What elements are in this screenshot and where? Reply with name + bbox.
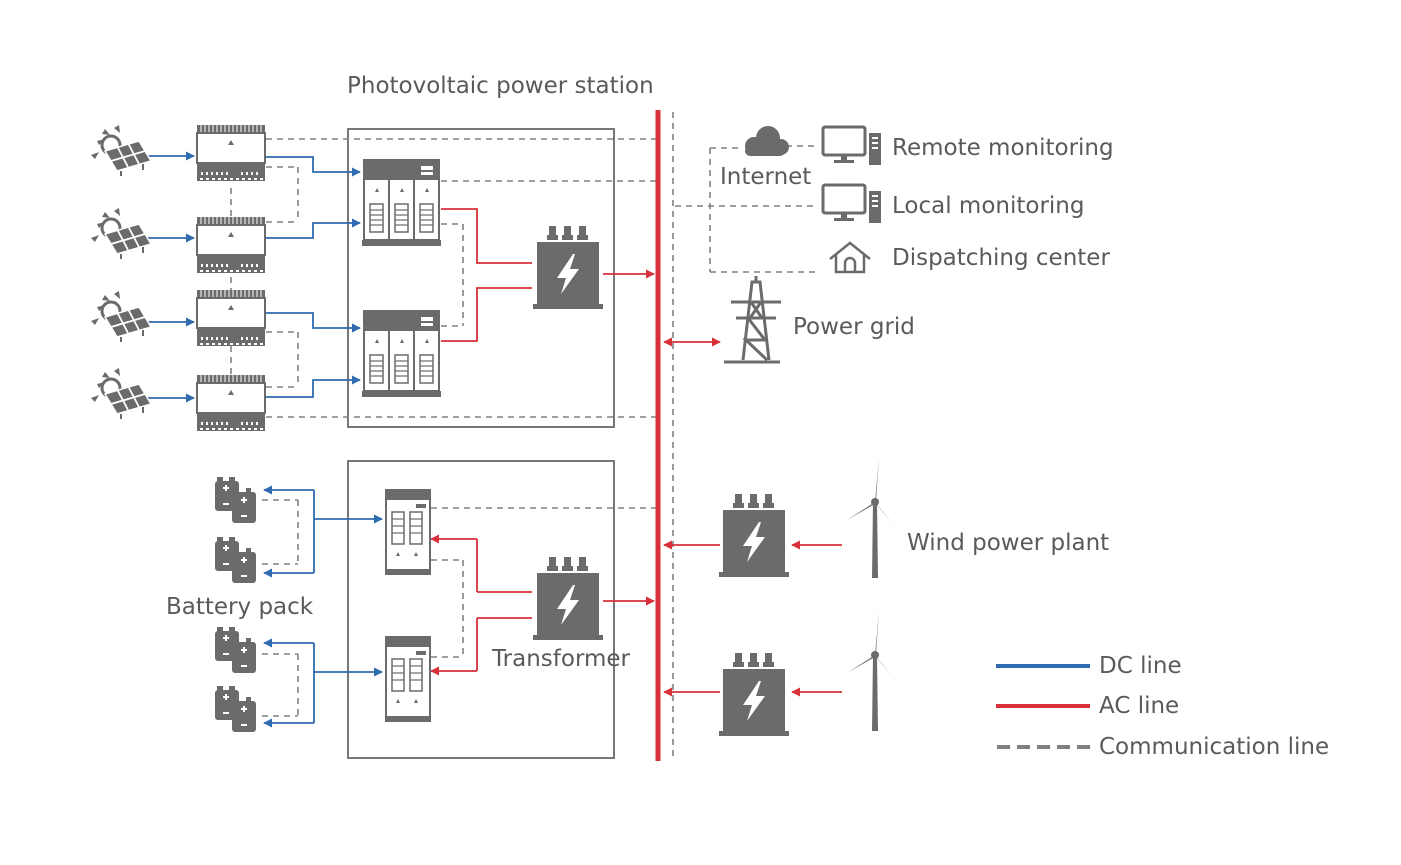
computer-icon xyxy=(821,125,883,167)
solar-panel-icon xyxy=(89,206,153,261)
storage-cabinet-icon xyxy=(384,636,432,723)
battery-pack-label: Battery pack xyxy=(166,594,314,620)
wind-turbine-icon xyxy=(847,611,895,731)
wind-turbine-icon xyxy=(847,458,895,578)
solar-panel-icon xyxy=(89,366,153,421)
legend-comm-label: Communication line xyxy=(1099,734,1330,760)
dc-lines xyxy=(148,151,383,728)
wind-power-plant-label: Wind power plant xyxy=(907,530,1110,556)
cloud-icon xyxy=(745,126,789,156)
transformer-icon xyxy=(533,557,603,640)
remote-monitoring-label: Remote monitoring xyxy=(892,135,1114,161)
string-inverter-icon xyxy=(196,216,266,274)
ac-lines xyxy=(430,208,842,697)
internet-label: Internet xyxy=(720,164,812,190)
house-icon xyxy=(829,241,871,274)
power-grid-label: Power grid xyxy=(793,314,915,340)
pv-station-box xyxy=(347,128,615,428)
dispatching-center-label: Dispatching center xyxy=(892,245,1110,271)
battery-icon xyxy=(215,477,256,523)
transformer-icon xyxy=(719,653,789,736)
storage-station-box xyxy=(347,460,615,759)
battery-icon xyxy=(215,627,256,673)
transformer-label: Transformer xyxy=(492,646,631,672)
transformer-icon xyxy=(719,494,789,577)
battery-icon xyxy=(215,686,256,732)
transmission-tower-icon xyxy=(724,276,781,364)
solar-panel-icon xyxy=(89,123,153,178)
battery-icon xyxy=(215,537,256,583)
pv-station-title: Photovoltaic power station xyxy=(347,73,654,99)
string-inverter-icon xyxy=(196,124,266,182)
solar-panel-icon xyxy=(89,289,153,344)
computer-icon xyxy=(821,183,883,225)
legend-dc-label: DC line xyxy=(1099,653,1182,679)
string-inverter-icon xyxy=(196,289,266,347)
converter-cabinet-icon xyxy=(361,159,442,247)
legend-ac-label: AC line xyxy=(1099,693,1180,719)
communication-lines xyxy=(230,112,818,760)
string-inverter-icon xyxy=(196,374,266,432)
converter-cabinet-icon xyxy=(361,310,442,398)
storage-cabinet-icon xyxy=(384,489,432,576)
transformer-icon xyxy=(533,226,603,309)
local-monitoring-label: Local monitoring xyxy=(892,193,1085,219)
